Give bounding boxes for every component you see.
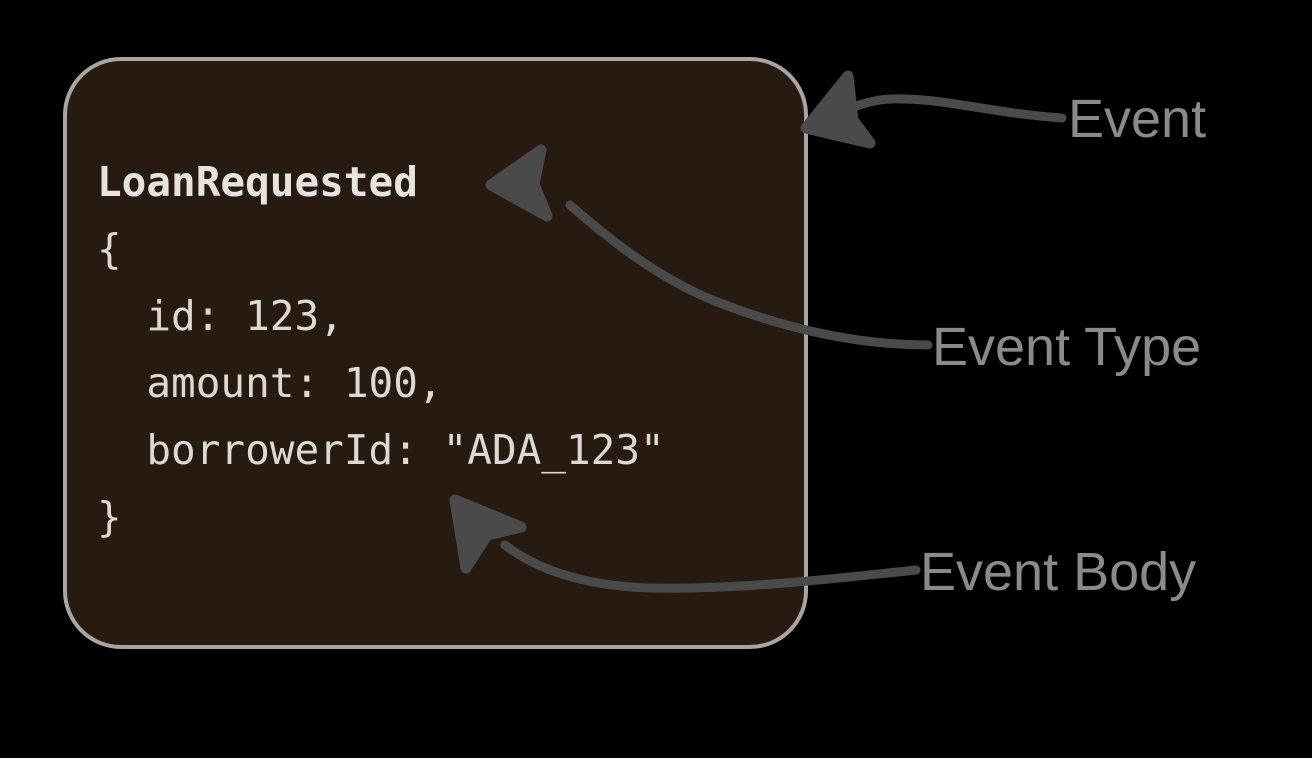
- event-card: LoanRequested { id: 123, amount: 100, bor…: [63, 57, 808, 649]
- annotation-arrow-event: [800, 70, 1067, 149]
- event-body-line-close: }: [97, 493, 122, 541]
- event-code-block: LoanRequested { id: 123, amount: 100, bor…: [97, 149, 665, 551]
- event-body-line-amount: amount: 100,: [97, 359, 443, 407]
- event-body-line-open: {: [97, 225, 122, 273]
- event-body-line-id: id: 123,: [97, 292, 344, 340]
- arrowhead-event-icon: [800, 70, 876, 149]
- event-type-text: LoanRequested: [97, 158, 418, 206]
- event-body-line-borrowerid: borrowerId: "ADA_123": [97, 426, 665, 474]
- annotation-label-event-type: Event Type: [932, 317, 1202, 377]
- annotation-label-event: Event: [1068, 89, 1207, 149]
- annotation-label-event-body: Event Body: [920, 542, 1197, 602]
- annotation-line-event: [837, 94, 1067, 123]
